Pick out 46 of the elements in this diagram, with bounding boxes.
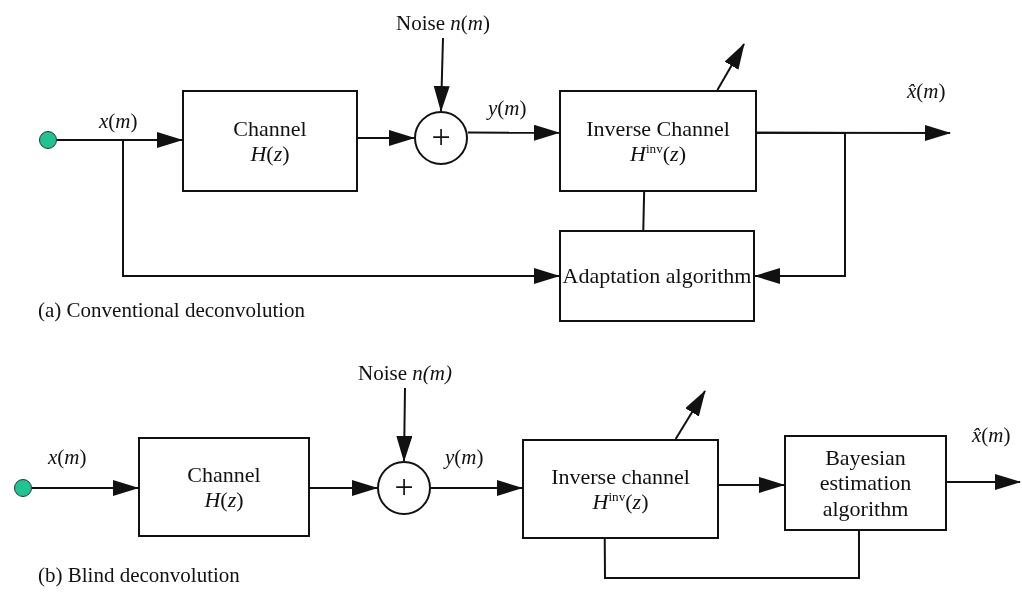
arrow bbox=[430, 480, 523, 496]
edge-label: x(m) bbox=[46, 446, 89, 470]
block-label: Inverse channel bbox=[551, 463, 690, 489]
plus-sign: + bbox=[394, 470, 414, 504]
arrow bbox=[396, 387, 413, 462]
summing-junction bbox=[377, 461, 431, 515]
edge-label: x̂(m) bbox=[905, 80, 948, 104]
block-label: Channel bbox=[187, 461, 261, 487]
block-label: Inverse Channel bbox=[586, 115, 730, 141]
block-label: Channel bbox=[233, 115, 307, 141]
edge-label: y(m) bbox=[486, 97, 529, 121]
plus-sign: + bbox=[431, 120, 451, 154]
process-box bbox=[138, 437, 310, 537]
arrow bbox=[946, 474, 1021, 490]
arrow bbox=[674, 390, 706, 440]
block-label: H$^{inv}$(z) bbox=[630, 140, 686, 167]
noise-label: Noise n(m) bbox=[358, 360, 452, 386]
block-label: H(z) bbox=[204, 487, 244, 513]
connector-line bbox=[642, 191, 646, 231]
caption: (a) Conventional deconvolution bbox=[38, 298, 306, 323]
block-label: Adaptation algorithm bbox=[562, 263, 752, 289]
arrow bbox=[357, 129, 415, 146]
summing-junction bbox=[414, 111, 468, 165]
process-box bbox=[559, 90, 757, 192]
process-box bbox=[559, 230, 755, 322]
arrow bbox=[718, 476, 785, 493]
input-terminal bbox=[39, 131, 57, 149]
arrow bbox=[309, 480, 378, 496]
arrow bbox=[716, 43, 745, 91]
arrow bbox=[433, 37, 450, 112]
process-box bbox=[522, 439, 719, 539]
input-terminal bbox=[14, 479, 32, 497]
arrow bbox=[31, 480, 139, 496]
caption: (b) Blind deconvolution bbox=[38, 563, 240, 588]
edge-label: x(m) bbox=[97, 110, 140, 134]
process-box bbox=[182, 90, 358, 192]
noise-label: Noise n(m) bbox=[396, 10, 490, 36]
process-box bbox=[784, 435, 947, 531]
connector-line bbox=[603, 530, 860, 579]
block-label: Bayesian estimation algorithm bbox=[818, 445, 913, 521]
arrow bbox=[754, 131, 846, 284]
block-label: H$^{inv}$(z) bbox=[592, 488, 649, 515]
block-label: H(z) bbox=[250, 141, 290, 167]
arrow bbox=[467, 124, 560, 141]
edge-label: y(m) bbox=[443, 446, 486, 470]
edge-label: x̂(m) bbox=[970, 424, 1013, 448]
